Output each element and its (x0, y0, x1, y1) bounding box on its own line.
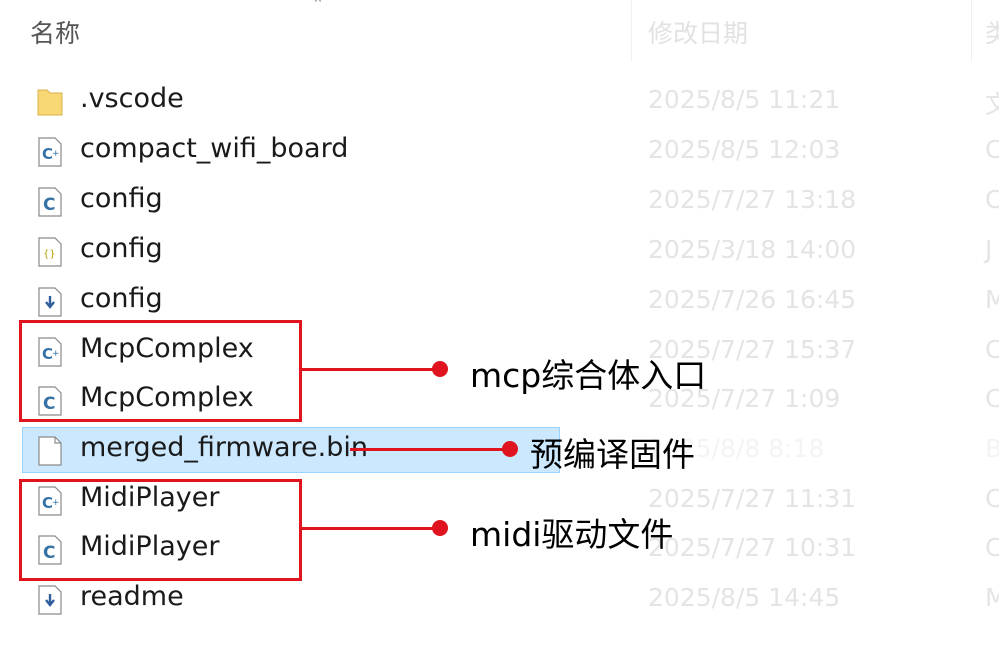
annotation-label-firmware: 预编译固件 (530, 435, 695, 474)
markdown-file-icon (38, 585, 62, 615)
annotation-line-mcp (302, 368, 440, 371)
file-name: merged_firmware.bin (80, 432, 368, 463)
file-name: MidiPlayer (80, 482, 220, 513)
file-name: config (80, 233, 163, 264)
column-separator[interactable] (631, 0, 632, 62)
file-name: readme (80, 581, 184, 612)
json-file-icon: {} (38, 237, 62, 267)
file-date: 2025/3/18 14:00 (648, 235, 857, 264)
selection-highlight (22, 427, 560, 473)
column-header-name[interactable]: 名称 (30, 19, 81, 48)
file-date: 2025/7/27 13:18 (648, 185, 857, 214)
annotation-dot-firmware (502, 441, 518, 457)
file-type: J (985, 235, 993, 264)
annotation-box-mcp (19, 320, 302, 422)
file-type: C (985, 533, 999, 562)
annotation-line-firmware (350, 448, 510, 451)
svg-text:+: + (52, 349, 60, 359)
file-row[interactable]: readme 2025/8/5 14:45 M (0, 575, 999, 623)
c-file-icon: C (38, 386, 62, 416)
annotation-box-midi (19, 479, 302, 581)
file-date: 2025/8/5 12:03 (648, 135, 841, 164)
file-name: compact_wifi_board (80, 133, 349, 164)
svg-text:+: + (52, 149, 60, 159)
markdown-file-icon (38, 287, 62, 317)
column-separator[interactable] (971, 0, 972, 62)
column-header-date[interactable]: 修改日期 (648, 19, 749, 48)
file-date: 2025/7/26 16:45 (648, 285, 857, 314)
file-date: 2025/7/27 10:31 (648, 533, 857, 562)
file-row[interactable]: C MidiPlayer 2025/7/27 10:31 C (0, 525, 999, 573)
svg-text:C: C (42, 145, 53, 163)
sort-chevron-up-icon[interactable]: ˄ (313, 0, 323, 18)
column-header-type[interactable]: 类 (985, 19, 999, 48)
file-date: 2025/8/5 14:45 (648, 583, 841, 612)
svg-text:{}: {} (43, 249, 56, 260)
file-row[interactable]: C McpComplex 2025/7/27 1:09 C (0, 376, 999, 424)
file-type: C (985, 484, 999, 513)
svg-text:C: C (42, 345, 53, 363)
file-row[interactable]: .vscode 2025/8/5 11:21 文 (0, 77, 999, 125)
file-type: C (985, 185, 999, 214)
file-name: MidiPlayer (80, 531, 220, 562)
file-row[interactable]: C config 2025/7/27 13:18 C (0, 177, 999, 225)
file-row[interactable]: config 2025/7/26 16:45 M (0, 277, 999, 325)
svg-text:+: + (52, 498, 60, 508)
file-name: McpComplex (80, 333, 254, 364)
annotation-line-midi (302, 527, 440, 530)
file-name: config (80, 283, 163, 314)
file-type: M (985, 285, 999, 314)
file-row[interactable]: {} config 2025/3/18 14:00 J (0, 227, 999, 275)
file-row-selected[interactable]: merged_firmware.bin 2025/8/8 8:18 B (0, 426, 999, 474)
file-type: C (985, 384, 999, 413)
file-date: 2025/7/27 1:09 (648, 384, 841, 413)
file-date: 2025/7/27 11:31 (648, 484, 857, 513)
file-date: 2025/7/27 15:37 (648, 335, 857, 364)
folder-icon (37, 89, 63, 116)
svg-text:C: C (43, 394, 55, 414)
annotation-dot-midi (432, 520, 448, 536)
svg-text:C: C (42, 494, 53, 512)
c-file-icon: C (38, 187, 62, 217)
file-date: 2025/8/5 11:21 (648, 85, 841, 114)
file-type: C (985, 135, 999, 164)
cpp-file-icon: C + (38, 137, 62, 167)
file-row[interactable]: C + McpComplex 2025/7/27 15:37 C (0, 327, 999, 375)
file-type: C (985, 335, 999, 364)
file-row[interactable]: C + compact_wifi_board 2025/8/5 12:03 C (0, 127, 999, 175)
bin-file-icon (38, 436, 62, 466)
file-name: config (80, 183, 163, 214)
cpp-file-icon: C + (38, 337, 62, 367)
annotation-dot-mcp (432, 361, 448, 377)
file-date: 2025/8/8 8:18 (648, 434, 825, 463)
file-row[interactable]: C + MidiPlayer 2025/7/27 11:31 C (0, 476, 999, 524)
annotation-label-mcp: mcp综合体入口 (470, 356, 707, 395)
cpp-file-icon: C + (38, 486, 62, 516)
file-type: M (985, 583, 999, 612)
c-file-icon: C (38, 535, 62, 565)
svg-text:C: C (43, 543, 55, 563)
svg-text:C: C (43, 195, 55, 215)
file-name: McpComplex (80, 382, 254, 413)
file-type: 文 (985, 90, 999, 119)
annotation-label-midi: midi驱动文件 (470, 515, 674, 554)
file-name: .vscode (80, 83, 184, 114)
file-type: B (985, 434, 999, 463)
